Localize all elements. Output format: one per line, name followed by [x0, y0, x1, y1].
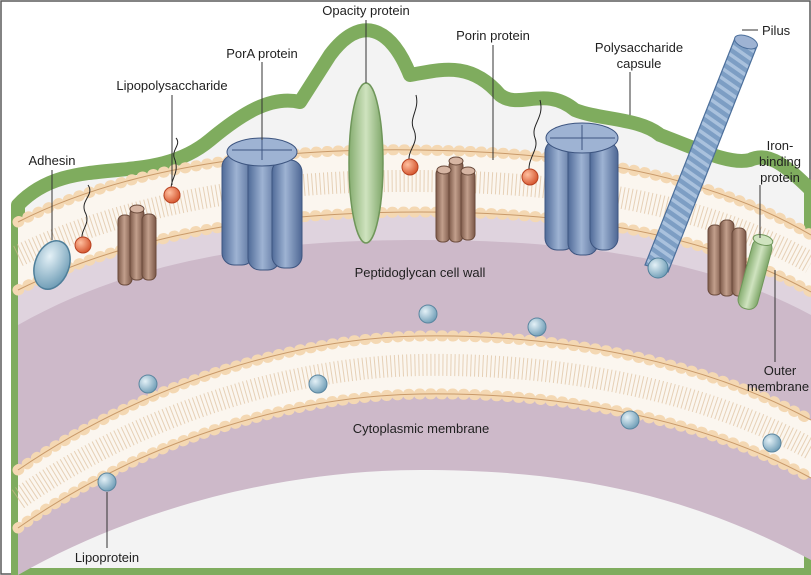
lipoprotein-dot — [763, 434, 781, 452]
lipoprotein-dot — [419, 305, 437, 323]
label-binding: binding — [759, 154, 801, 169]
label-adhesin: Adhesin — [29, 153, 76, 168]
label-protein: protein — [760, 170, 800, 185]
lipoprotein-dot — [309, 375, 327, 393]
lipoprotein-dot — [98, 473, 116, 491]
label-lipoprotein: Lipoprotein — [75, 550, 139, 565]
label-iron: Iron- — [767, 138, 794, 153]
pora-protein — [222, 138, 302, 270]
porin-cluster-right — [708, 220, 746, 296]
lipoprotein-dot — [528, 318, 546, 336]
label-membrane: membrane — [747, 379, 809, 394]
label-capsule: capsule — [617, 56, 662, 71]
label-outer: Outer — [764, 363, 797, 378]
label-pilus: Pilus — [762, 23, 791, 38]
label-lipopolysaccharide: Lipopolysaccharide — [116, 78, 227, 93]
label-cytoplasmic-membrane: Cytoplasmic membrane — [353, 421, 490, 436]
porin-cluster-left — [118, 205, 156, 285]
label-polysaccharide: Polysaccharide — [595, 40, 683, 55]
label-porin-protein: Porin protein — [456, 28, 530, 43]
label-pora-protein: PorA protein — [226, 46, 298, 61]
opacity-protein — [349, 83, 383, 243]
porin-protein — [436, 157, 475, 242]
lipoprotein-dot — [139, 375, 157, 393]
pora-protein-right — [545, 123, 618, 255]
lipoprotein-dot — [621, 411, 639, 429]
label-peptidoglycan: Peptidoglycan cell wall — [355, 265, 486, 280]
label-opacity-protein: Opacity protein — [322, 3, 409, 18]
